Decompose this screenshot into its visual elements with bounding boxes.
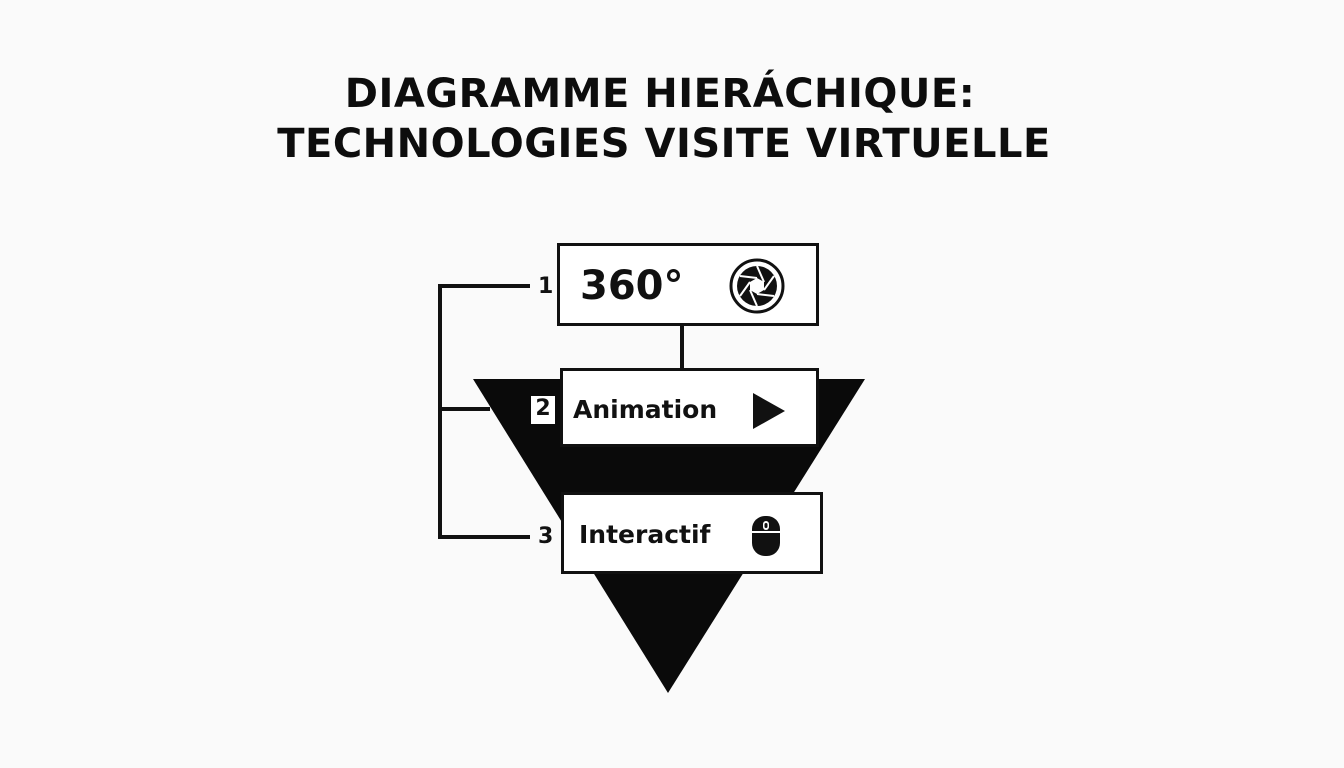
level-label-360: 360° (580, 263, 684, 309)
level-box-interactif: Interactif (561, 492, 823, 574)
mouse-icon (748, 514, 784, 558)
level-label-interactif: Interactif (579, 520, 711, 549)
left-bracket-connector (438, 284, 530, 539)
level-number-3: 3 (538, 524, 554, 549)
level-box-animation: Animation (560, 368, 819, 447)
camera-aperture-icon (728, 257, 786, 315)
diagram-title-line-1: DIAGRAMME HIERÁCHIQUE: (344, 71, 976, 117)
level-number-1: 1 (538, 274, 554, 299)
diagram-title-line-2: TECHNOLOGIES VISITE VIRTUELLE (277, 121, 1051, 167)
play-icon (747, 390, 789, 432)
level-label-animation: Animation (573, 395, 718, 424)
level-number-2: 2 (531, 396, 555, 424)
level-box-360: 360° (557, 243, 819, 326)
